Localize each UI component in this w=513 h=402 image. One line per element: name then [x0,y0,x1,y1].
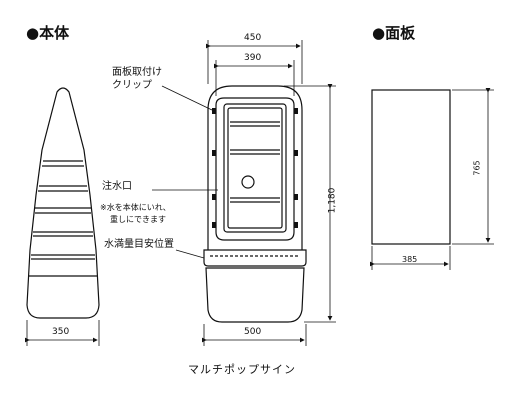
dim-top-outer-label: 450 [244,33,262,43]
dim-panel-width-label: 385 [402,255,418,264]
inlet-label: 注水口 [102,181,132,192]
dim-panel-width [370,246,451,270]
panel-view [371,89,451,245]
dim-side-width-label: 350 [52,327,70,337]
dim-panel-height-label: 765 [472,160,482,176]
clip-marks [212,108,298,228]
dim-side-width [25,320,100,346]
dim-height-label: 1,180 [327,187,338,214]
caption: マルチポップサイン [188,363,296,376]
water-level-label: 水満量目安位置 [104,239,174,250]
side-view [26,87,100,319]
body-heading: ●本体 [26,24,70,42]
dim-top-inner-label: 390 [244,53,262,63]
dim-base-width [202,324,307,346]
dim-height [284,84,336,323]
clip-label-line2: クリップ [112,80,152,91]
clip-label-line1: 面板取付け [112,67,162,78]
dim-top-outer [206,40,303,84]
dim-base-width-label: 500 [244,327,262,337]
dim-panel-height [452,88,494,245]
leader-lines [152,85,218,259]
inlet-note-line1: ※水を本体にいれ、 [100,203,171,212]
dim-top-inner [214,60,295,96]
inlet-note-line2: 重しにできます [110,215,166,224]
front-view [203,85,307,323]
panel-heading: ●面板 [372,24,416,42]
